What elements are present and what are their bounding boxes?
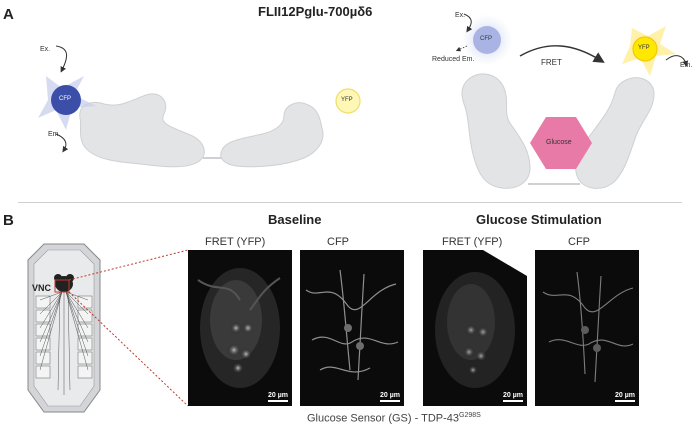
- stim-cfp-label: CFP: [568, 236, 590, 248]
- excitation-label-right: Ex.: [455, 12, 465, 19]
- open-conformation-protein: [80, 94, 323, 167]
- baseline-fret-label: FRET (YFP): [205, 236, 265, 248]
- larva-vnc-schematic: [0, 240, 190, 432]
- yfp-label-right: YFP: [638, 45, 650, 51]
- glucose-label: Glucose: [546, 139, 572, 146]
- emission-label-right: Em.: [680, 62, 692, 69]
- panel-b-letter: B: [3, 212, 14, 229]
- baseline-cfp-image: 20 µm: [300, 250, 404, 406]
- stim-fret-image: 20 µm: [423, 250, 527, 406]
- scale-bar: 20 µm: [503, 392, 523, 402]
- reduced-emission-label: Reduced Em.: [432, 56, 474, 63]
- fret-label: FRET: [541, 58, 562, 67]
- emission-label-left: Em.: [48, 131, 60, 138]
- stim-cfp-image: 20 µm: [535, 250, 639, 406]
- excitation-arrow-left: [56, 46, 67, 70]
- glucose-stimulation-title: Glucose Stimulation: [476, 212, 602, 227]
- caption-superscript: G298S: [459, 412, 481, 419]
- yfp-label-left: YFP: [341, 97, 353, 103]
- baseline-fret-image: 20 µm: [188, 250, 292, 406]
- excitation-label-left: Ex.: [40, 46, 50, 53]
- figure-caption: Glucose Sensor (GS) - TDP-43G298S: [307, 412, 481, 425]
- scale-bar: 20 µm: [380, 392, 400, 402]
- caption-text: Glucose Sensor (GS) - TDP-43: [307, 413, 459, 425]
- cfp-label-right: CFP: [480, 36, 492, 42]
- baseline-title: Baseline: [268, 212, 321, 227]
- cfp-label-left: CFP: [59, 96, 71, 102]
- vnc-label: VNC: [32, 283, 51, 293]
- scale-bar: 20 µm: [615, 392, 635, 402]
- stim-fret-label: FRET (YFP): [442, 236, 502, 248]
- scale-bar: 20 µm: [268, 392, 288, 402]
- panel-divider: [18, 202, 682, 203]
- baseline-cfp-label: CFP: [327, 236, 349, 248]
